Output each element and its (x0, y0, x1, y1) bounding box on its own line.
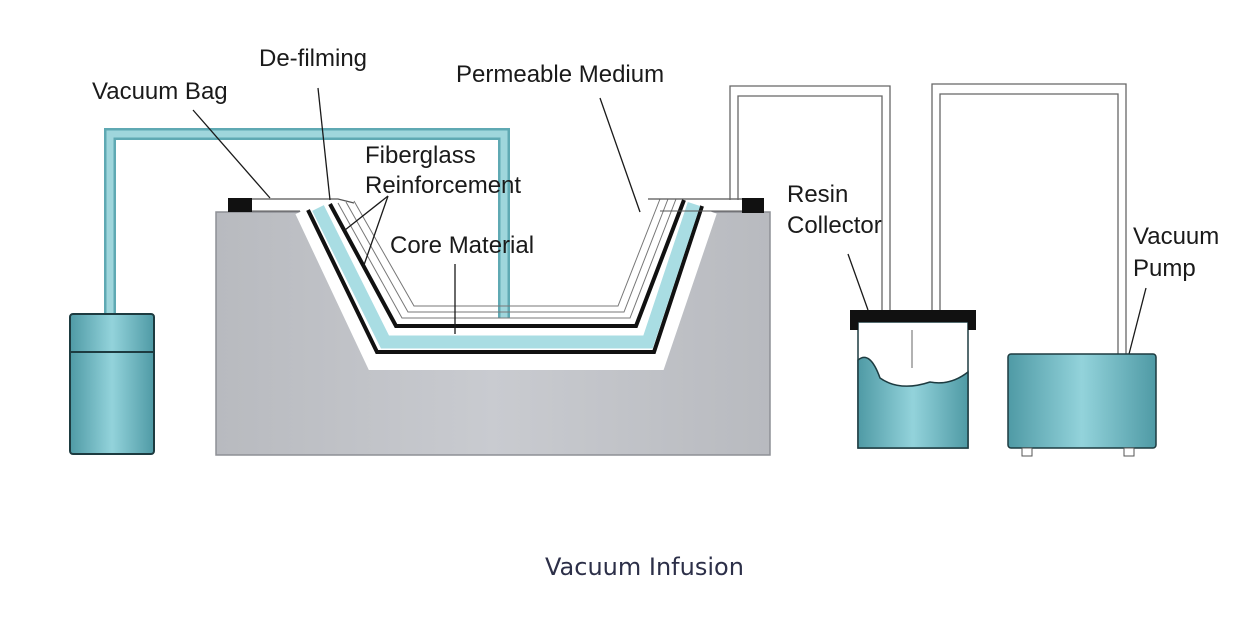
label-vacuum-pump-line2: Pump (1133, 255, 1196, 282)
leader-fiberglass-2 (363, 195, 389, 266)
label-resin-collector-line1: Resin (787, 181, 848, 208)
laminate-layers (295, 198, 717, 370)
label-vacuum-bag: Vacuum Bag (92, 78, 228, 105)
label-permeable-medium: Permeable Medium (456, 61, 664, 88)
resin-supply-container (69, 313, 155, 455)
label-vacuum-pump-line1: Vacuum (1133, 223, 1219, 250)
leader-fiberglass-1 (344, 195, 389, 231)
diagram-caption: Vacuum Infusion (545, 553, 744, 581)
leader-lines (192, 87, 1147, 359)
vacuum-bag (252, 198, 742, 212)
leader-resin-collector (847, 253, 869, 311)
resin-feed-tube (104, 128, 510, 318)
leader-permeable-medium (599, 97, 641, 213)
leader-de-filming (317, 87, 331, 201)
label-fiberglass-line1: Fiberglass (365, 142, 476, 169)
leader-vacuum-bag (192, 109, 271, 199)
seal-tape-right (742, 198, 764, 213)
label-de-filming: De-filming (259, 45, 367, 72)
seal-tape-left (228, 198, 252, 212)
label-resin-collector-line2: Collector (787, 212, 882, 239)
label-fiberglass-line2: Reinforcement (365, 172, 521, 199)
vacuum-pump (1007, 353, 1157, 457)
leader-vacuum-pump (1127, 287, 1147, 359)
label-core-material: Core Material (390, 232, 534, 259)
resin-collector (850, 310, 976, 449)
